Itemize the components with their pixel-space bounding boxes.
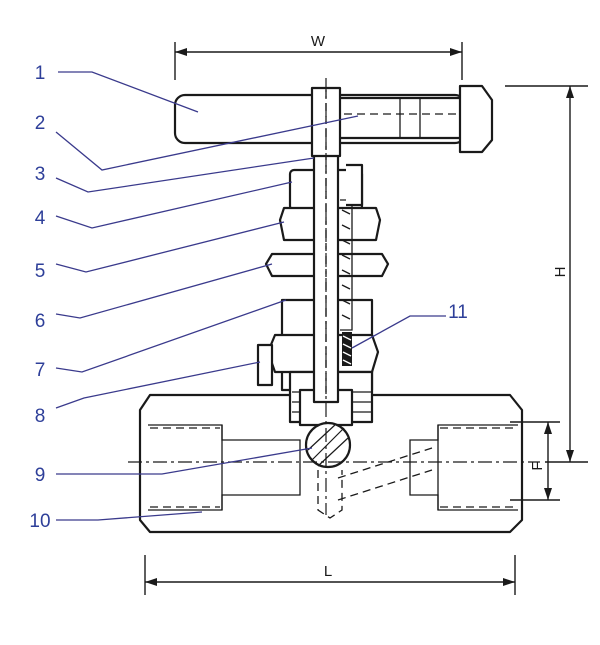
handle-assembly xyxy=(173,84,494,158)
dimension-f xyxy=(510,421,560,501)
callout-6: 6 xyxy=(35,311,46,332)
ball xyxy=(304,421,352,469)
leader-3 xyxy=(55,157,315,193)
leader-1 xyxy=(58,71,199,113)
callout-5: 5 xyxy=(35,261,46,282)
leader-4 xyxy=(55,181,293,229)
leader-5 xyxy=(55,221,285,273)
dimension-l-label: L xyxy=(324,563,332,580)
leader-11 xyxy=(351,315,446,349)
leader-9 xyxy=(56,447,313,475)
leader-6 xyxy=(55,263,273,319)
callout-4: 4 xyxy=(35,208,46,229)
callout-leaders xyxy=(55,71,446,521)
dimension-w-label: W xyxy=(311,33,326,50)
dimension-f-label: F xyxy=(529,461,546,470)
dimension-w xyxy=(174,42,463,80)
dimension-h xyxy=(505,85,588,463)
leader-10 xyxy=(56,511,203,521)
callout-2: 2 xyxy=(35,113,46,134)
dimension-h-label: H xyxy=(552,267,569,278)
leader-8 xyxy=(55,361,261,409)
dimension-l xyxy=(144,555,516,595)
leader-2 xyxy=(55,115,359,171)
leader-7 xyxy=(55,299,287,373)
callout-10: 10 xyxy=(29,511,50,532)
callout-3: 3 xyxy=(35,164,46,185)
callout-numbers: 1 2 3 4 5 6 7 8 9 10 11 xyxy=(29,63,467,532)
callout-11: 11 xyxy=(448,302,468,323)
callout-9: 9 xyxy=(35,465,46,486)
callout-8: 8 xyxy=(35,406,46,427)
callout-1: 1 xyxy=(35,63,46,84)
callout-7: 7 xyxy=(35,360,46,381)
